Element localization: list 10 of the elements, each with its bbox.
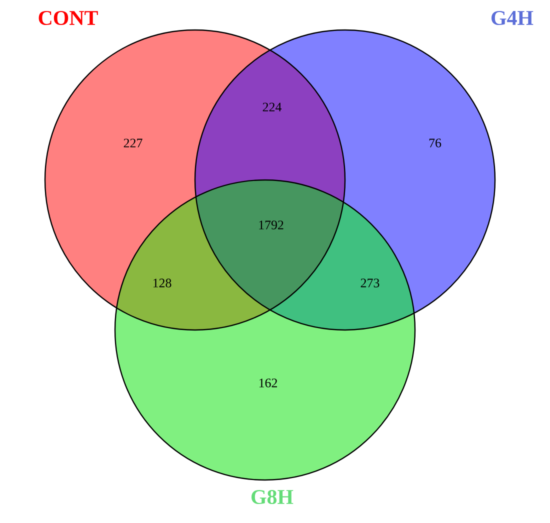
region-count: 273 bbox=[360, 278, 380, 288]
region-count: 224 bbox=[262, 102, 282, 112]
node-label: CONT bbox=[38, 10, 98, 26]
region-count: 128 bbox=[153, 278, 172, 288]
region-count: 76 bbox=[429, 138, 442, 148]
region-count: 162 bbox=[259, 378, 277, 388]
region-count: 227 bbox=[124, 138, 142, 148]
region-count: 1792 bbox=[259, 220, 284, 230]
node-label: G4H bbox=[492, 10, 534, 26]
node-label: G8H bbox=[252, 490, 294, 504]
